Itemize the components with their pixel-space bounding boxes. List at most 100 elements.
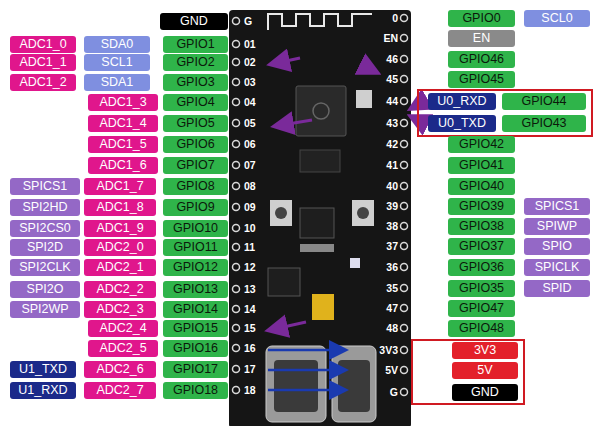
pin-label: U0_TXD (428, 115, 496, 132)
pin-label: GND (160, 13, 228, 30)
silkscreen-label: 03 (244, 76, 256, 89)
silkscreen-label: 13 (244, 283, 256, 296)
pointer-arrow (360, 64, 376, 72)
pin-label: ADC1_2 (10, 74, 76, 91)
pin-label: GPIO4 (163, 94, 228, 111)
silkscreen-label: 35 (386, 282, 398, 295)
pin-hole (233, 120, 240, 127)
pin-label: GPIO38 (448, 218, 515, 235)
pin-label: SCL0 (524, 10, 590, 27)
pin-hole (233, 387, 240, 394)
pin-label: ADC2_4 (88, 320, 158, 337)
pin-label: U0_RXD (428, 93, 496, 110)
silkscreen-label: 37 (386, 240, 398, 253)
pin-label: ADC1_9 (84, 220, 156, 237)
pin-label: U1_RXD (10, 382, 76, 399)
silkscreen-label: 40 (386, 180, 398, 193)
pin-hole (233, 79, 240, 86)
pin-hole (233, 59, 240, 66)
pin-label: SPIO (524, 238, 590, 255)
silkscreen-label: 04 (244, 96, 256, 109)
pin-label: GPIO15 (163, 320, 228, 337)
pin-label: SPICS1 (524, 198, 590, 215)
pin-hole (401, 35, 408, 42)
silkscreen-label: 11 (244, 241, 255, 254)
pin-label: 3V3 (452, 342, 518, 359)
pin-label: SPI2D (10, 239, 80, 256)
silkscreen-label: 38 (386, 220, 398, 233)
pin-label: ADC2_3 (84, 301, 156, 318)
pointer-arrow (276, 120, 312, 126)
pin-label: 5V (452, 362, 518, 379)
silkscreen-label: 02 (244, 56, 256, 69)
pin-label: SPI2WP (10, 301, 80, 318)
silkscreen-label: 17 (244, 363, 256, 376)
pin-hole (401, 15, 408, 22)
silkscreen-label: 09 (244, 201, 256, 214)
pin-label: GPIO5 (163, 115, 228, 132)
pointer-arrow (272, 58, 300, 64)
pin-label: ADC2_5 (88, 340, 158, 357)
pin-label: ADC2_6 (84, 361, 156, 378)
pin-label: ADC1_8 (84, 199, 156, 216)
pin-hole (233, 366, 240, 373)
pin-hole (233, 183, 240, 190)
pin-label: ADC1_1 (10, 54, 76, 71)
pin-label: EN (448, 30, 515, 47)
pin-hole (233, 325, 240, 332)
smd-part (356, 90, 372, 108)
pin-label: GPIO39 (448, 198, 515, 215)
silkscreen-label: 36 (386, 261, 398, 274)
silkscreen-label: 46 (386, 53, 398, 66)
pin-hole (233, 162, 240, 169)
silkscreen-label: 12 (244, 261, 256, 274)
pin-label: GPIO36 (448, 259, 515, 276)
pin-hole (401, 203, 408, 210)
pin-label: GPIO45 (448, 71, 515, 88)
pointer-arrow (268, 389, 344, 392)
pin-label: SPI2CLK (10, 259, 80, 276)
antenna (268, 14, 372, 30)
silkscreen-label: 45 (386, 73, 398, 86)
regulator (268, 268, 300, 296)
pin-hole (401, 347, 408, 354)
pin-label: SPI2CS0 (10, 220, 80, 237)
silkscreen-label: G (390, 386, 398, 399)
pin-hole (233, 99, 240, 106)
pin-label: SDA1 (84, 74, 150, 91)
pin-label: GPIO1 (163, 36, 228, 53)
silkscreen-label: 43 (386, 117, 398, 130)
pin-hole (401, 183, 408, 190)
silkscreen-label: 39 (386, 200, 398, 213)
pin-hole (401, 389, 408, 396)
silkscreen-label: 18 (244, 384, 256, 397)
pointer-arrow (268, 369, 344, 372)
pin-label: GPIO37 (448, 238, 515, 255)
pin-hole (233, 204, 240, 211)
pin-hole (233, 345, 240, 352)
silkscreen-label: 07 (244, 159, 256, 172)
pin-hole (401, 285, 408, 292)
button (270, 200, 292, 226)
silkscreen-label: EN (383, 32, 398, 45)
pin-label: GPIO0 (448, 10, 515, 27)
silkscreen-label: 47 (386, 302, 398, 315)
mcu-chip (296, 86, 346, 136)
silkscreen-label: 01 (244, 38, 256, 51)
pin-label: GPIO9 (163, 199, 228, 216)
pin-label: GPIO16 (163, 340, 228, 357)
silkscreen-label: 14 (244, 303, 256, 316)
pointer-arrow (268, 349, 344, 352)
button (352, 200, 374, 226)
silkscreen-label: 3V3 (379, 344, 398, 357)
pin-label: SPID (524, 280, 590, 297)
pin-hole (401, 305, 408, 312)
pin-label: SPI2O (10, 281, 80, 298)
pin-label: GPIO17 (163, 361, 228, 378)
pin-label: GPIO2 (163, 54, 228, 71)
pin-label: GPIO42 (448, 136, 515, 153)
ic (300, 208, 334, 238)
pin-label: ADC1_5 (88, 136, 158, 153)
pin-label: SPI2HD (10, 199, 80, 216)
usb-c-port (332, 346, 376, 422)
